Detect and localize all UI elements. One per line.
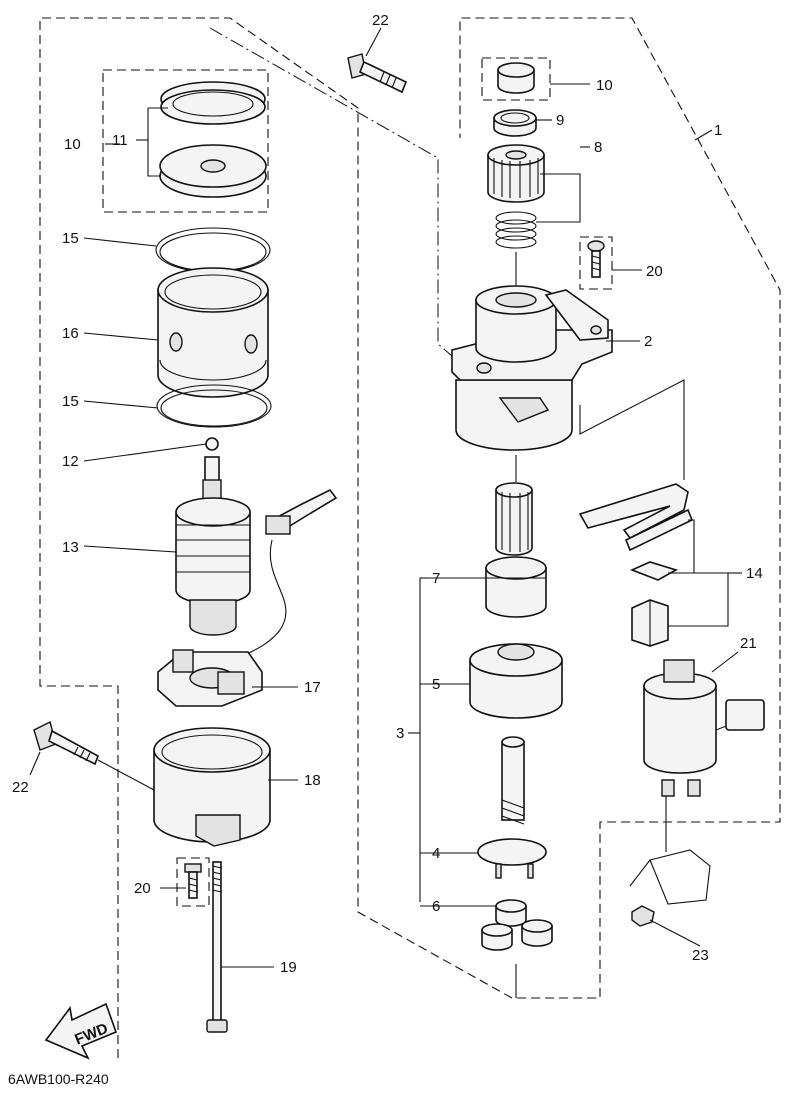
callout-6: 6 (432, 898, 440, 915)
screw-20-box-right (579, 236, 613, 290)
left-assembly-boundary (39, 17, 781, 1058)
callout-2: 2 (644, 333, 652, 350)
spacer-ring-11 (160, 81, 266, 125)
callout-16: 16 (62, 325, 79, 342)
callout-17: 17 (304, 679, 321, 696)
stopper-9 (493, 109, 537, 137)
callout-5: 5 (432, 676, 440, 693)
planet-gears-6 (481, 899, 553, 951)
callout-15-upper: 15 (62, 230, 79, 247)
callout-20-right: 20 (646, 263, 663, 280)
screw-20-box-left (176, 857, 210, 907)
callout-1: 1 (714, 122, 722, 139)
callout-3: 3 (396, 725, 404, 742)
callout-21: 21 (740, 635, 757, 652)
callout-labels: 22 10 9 8 1 20 2 10 11 15 16 15 12 13 17… (12, 12, 763, 976)
shift-lever-14 (578, 483, 694, 552)
front-housing-2 (451, 285, 613, 451)
callout-18: 18 (304, 772, 321, 789)
cap-10-right (497, 62, 535, 94)
callout-13: 13 (62, 539, 79, 556)
diagram-code: 6AWB100-R240 (8, 1071, 109, 1087)
callout-15-lower: 15 (62, 393, 79, 410)
thrust-washer-11 (159, 144, 267, 198)
callout-10-right: 10 (596, 77, 613, 94)
callout-12: 12 (62, 453, 79, 470)
callout-19: 19 (280, 959, 297, 976)
planet-gear-cover-5 (469, 643, 563, 719)
callout-7: 7 (432, 570, 440, 587)
lever-holder-14 (629, 561, 679, 581)
screw-20-left (184, 863, 202, 899)
callout-4: 4 (432, 845, 440, 862)
bolt-22-left (33, 720, 155, 791)
callout-23: 23 (692, 947, 709, 964)
bolt-22-top (347, 53, 408, 94)
callout-20-left: 20 (134, 880, 151, 897)
planet-carrier-shaft-4 (477, 736, 547, 879)
starter-relay-21 (643, 659, 765, 797)
steel-ball-12 (205, 437, 219, 451)
relay-mounting-ghost (629, 796, 711, 905)
fwd-arrow-icon (44, 1002, 118, 1060)
callout-11: 11 (112, 132, 128, 149)
front-housing-chain-line (209, 27, 453, 357)
lower-bracket-18 (153, 727, 271, 847)
yoke-16 (157, 267, 269, 398)
screw-20-right (587, 240, 605, 278)
armature-13 (175, 456, 338, 661)
o-ring-15-upper (155, 227, 271, 273)
clutch-7 (485, 482, 547, 618)
pinion-gear-8 (487, 144, 545, 203)
o-ring-15-lower (156, 384, 272, 428)
callout-8: 8 (594, 139, 602, 156)
leader-lines (29, 27, 742, 968)
through-bolt-19 (206, 861, 228, 1033)
lever-block-14 (631, 599, 669, 647)
callout-22-left: 22 (12, 779, 29, 796)
callout-14: 14 (746, 565, 763, 582)
callout-10-left: 10 (64, 136, 81, 153)
cap-10-box (481, 57, 551, 101)
pinion-spring-8 (495, 211, 537, 249)
brush-holder-17 (157, 649, 263, 707)
nut-23 (631, 905, 655, 927)
callout-22-top: 22 (372, 12, 389, 29)
callout-9: 9 (556, 112, 564, 129)
